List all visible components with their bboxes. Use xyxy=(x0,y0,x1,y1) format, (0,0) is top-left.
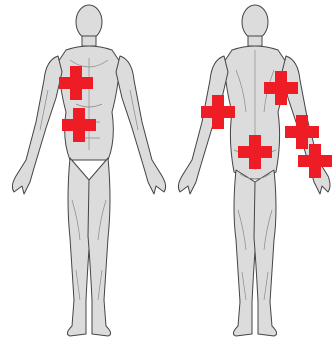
back-right-leg xyxy=(254,170,277,336)
back-body-figure xyxy=(178,5,330,336)
front-left-arm xyxy=(12,56,62,194)
front-neck xyxy=(82,36,96,46)
back-head xyxy=(242,5,268,39)
front-right-leg xyxy=(88,158,111,336)
front-body-figure xyxy=(12,5,165,336)
front-left-leg xyxy=(67,158,90,336)
back-left-leg xyxy=(233,170,256,336)
front-head xyxy=(76,5,102,39)
red-cross-icon xyxy=(298,144,332,178)
front-right-arm xyxy=(116,56,166,194)
back-neck xyxy=(248,36,262,46)
